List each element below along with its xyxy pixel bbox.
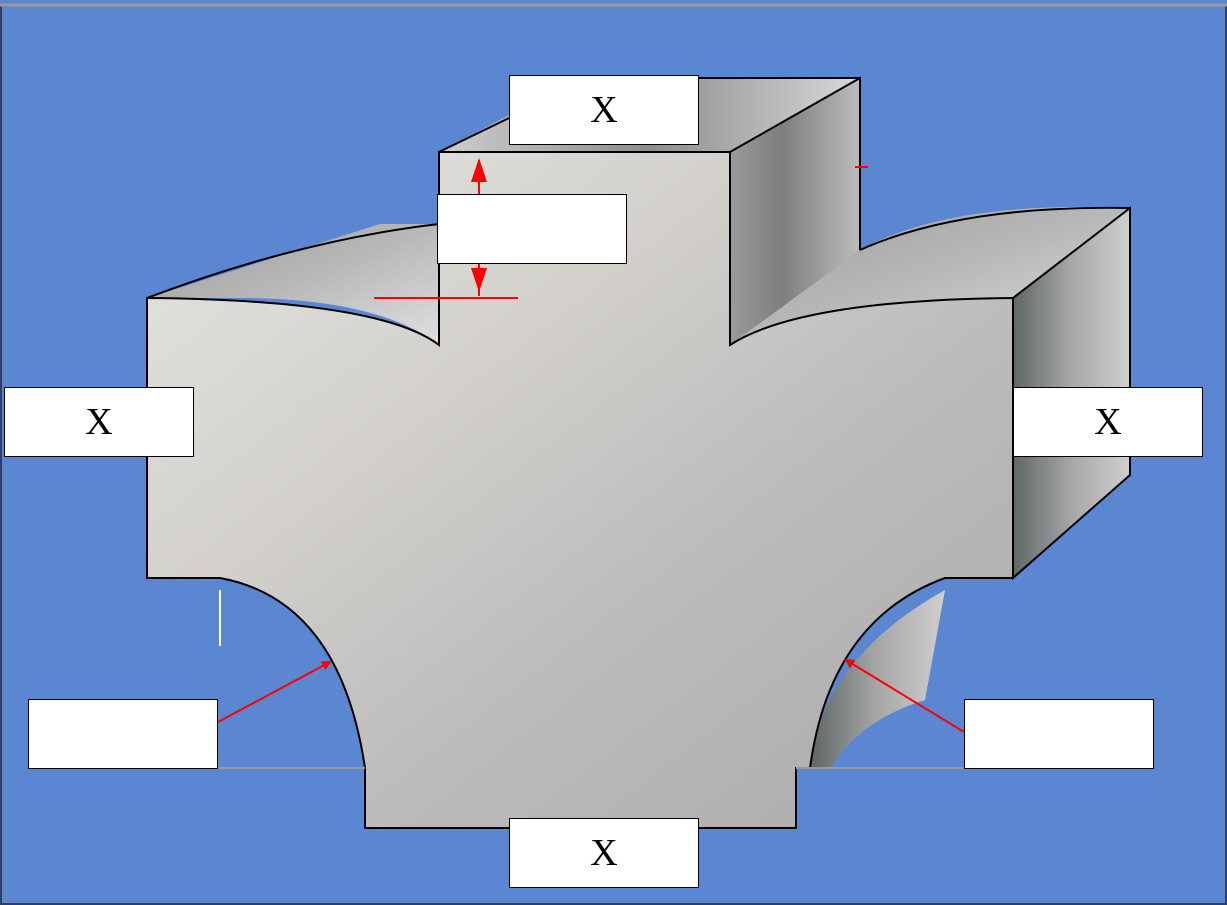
label-right: X (1013, 387, 1203, 457)
right-upper-curve-face (730, 206, 1130, 345)
left-upper-curve-edge (146, 223, 440, 299)
front-face (146, 151, 1014, 829)
radius-right-leader (844, 658, 965, 733)
radius-left-leader (217, 661, 332, 723)
label-radius-right (964, 699, 1154, 769)
height-arrow-bottom (471, 268, 487, 292)
height-arrow-top (471, 158, 487, 182)
label-bottom: X (509, 818, 699, 888)
label-radius-left (28, 699, 218, 769)
label-top: X (509, 75, 699, 145)
label-left: X (4, 387, 194, 457)
right-upper-curve-edge (859, 206, 1131, 251)
back-branch-edge (438, 117, 510, 153)
left-upper-curve-face (147, 224, 439, 345)
label-height (437, 194, 627, 264)
